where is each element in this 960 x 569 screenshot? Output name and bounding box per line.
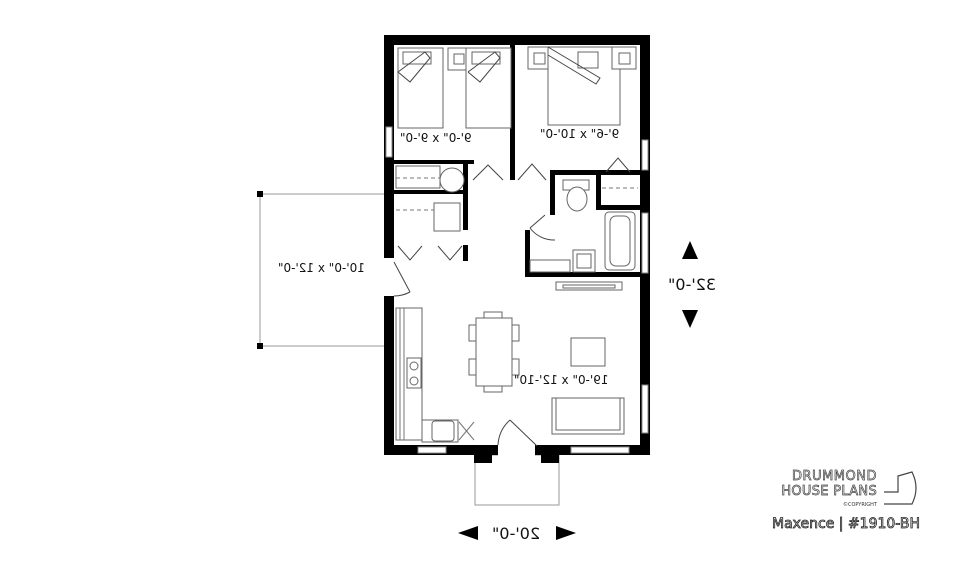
windows <box>385 126 649 454</box>
bedroom-2-furniture <box>397 47 512 129</box>
bathroom-fixtures <box>529 211 636 273</box>
door-swings <box>393 157 631 447</box>
brand-line-2: HOUSE PLANS <box>781 484 877 500</box>
drummond-logo-icon <box>884 471 917 505</box>
depth-dimension: 32'-0" <box>668 275 716 294</box>
plan-name: Maxence | #1910-BH <box>772 516 921 533</box>
openings <box>383 258 535 456</box>
width-dimension: 20'-0" <box>492 524 540 543</box>
interior-walls <box>384 35 640 277</box>
arrow-left-icon <box>458 526 478 540</box>
dimension-depth: 32'-0" <box>668 241 716 328</box>
dimension-width: 20'-0" <box>458 524 576 543</box>
kitchen <box>395 307 475 443</box>
room-label-deck: 10'-0" x 12'-0" <box>278 261 365 275</box>
dining-table <box>468 311 520 393</box>
front-stoop <box>474 454 560 506</box>
room-label-master-bedroom: 9'-6" x 10'-0" <box>540 127 619 141</box>
copyright-label: ©COPYRIGHT <box>842 502 877 508</box>
master-bedroom-furniture <box>527 46 637 126</box>
arrow-right-icon <box>556 526 576 540</box>
arrow-up-icon <box>682 241 698 259</box>
living-room <box>551 281 625 435</box>
brand-line-1: DRUMMOND <box>792 469 877 485</box>
room-label-living: 19'-0" x 12'-10" <box>514 373 608 387</box>
deck-post <box>257 343 263 349</box>
room-labels: 9'-0" x 9'-0" 9'-6" x 10'-0" 19'-0" x 12… <box>278 127 619 387</box>
deck-post <box>257 191 263 197</box>
closets <box>395 165 638 232</box>
room-label-bedroom-2: 9'-0" x 9'-0" <box>400 131 472 145</box>
arrow-down-icon <box>682 310 698 328</box>
